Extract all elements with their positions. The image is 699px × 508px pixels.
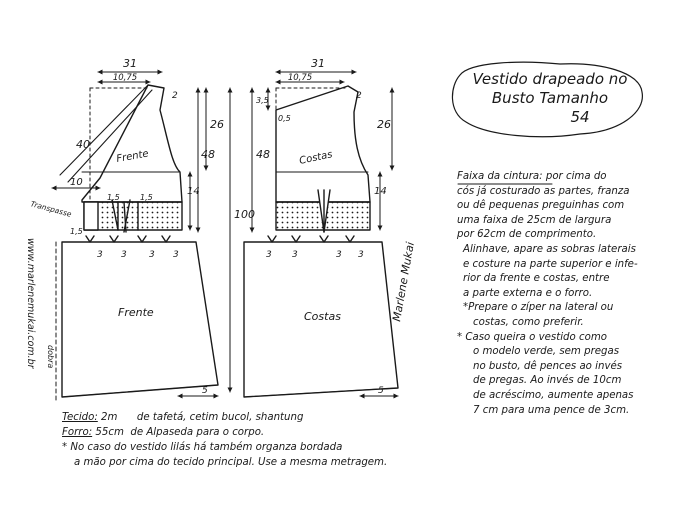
label-back-pleat-a: 3 <box>266 250 272 260</box>
label-back-width-top: 31 <box>311 57 325 70</box>
waistband-line-1: cós já costurado as partes, franza <box>457 185 630 197</box>
alt-note-1: o modelo verde, sem pregas <box>473 346 620 358</box>
front-skirt <box>61 235 219 398</box>
label-back-neck-c: 2 <box>356 91 362 101</box>
front-dart-1 <box>111 199 119 231</box>
title-cloud <box>451 61 643 138</box>
label-back-piece: Costas <box>298 149 333 167</box>
alt-note-4: de acréscimo, aumente apenas <box>473 389 634 401</box>
label-total-length: 100 <box>234 208 255 221</box>
label-front-neck-drop: 2 <box>172 91 178 101</box>
label-fold: dobra <box>46 345 55 368</box>
front-dart-2 <box>123 199 131 233</box>
waistband-line-4: por 62cm de comprimento. <box>457 229 597 241</box>
label-front-pleat-b: 3 <box>121 250 127 260</box>
front-pleat-notch-2 <box>109 235 119 243</box>
label-back-skirt: Costas <box>304 310 341 323</box>
front-pleat-notch-3 <box>137 235 147 243</box>
signature-vertical: Marlene Mukai <box>390 241 417 322</box>
waistband-line-5: Alinhave, apare as sobras laterais <box>463 243 636 255</box>
alt-note-3: de pregas. Ao invés de 10cm <box>473 375 622 387</box>
label-front-skirt: Frente <box>118 306 154 319</box>
front-diagonal-drape <box>59 84 149 176</box>
waistband-line-3: uma faixa de 25cm de largura <box>457 214 612 226</box>
label-back-pleat-b: 3 <box>292 250 298 260</box>
label-front-piece: Frente <box>116 148 150 164</box>
label-back-pleat-c: 3 <box>336 250 342 260</box>
waistband-note: Faixa da cintura: por cima do cós já cos… <box>457 170 638 418</box>
label-front-band: 14 <box>187 186 200 197</box>
label-dart-3: 1,5 <box>70 227 83 236</box>
back-pleat-notch-3 <box>319 235 329 243</box>
front-pleat-mark-2 <box>123 201 127 233</box>
lilac-note-2: a mão por cima do tecido principal. Use … <box>74 457 388 468</box>
title-line-2: Busto Tamanho <box>491 89 609 107</box>
front-waistband-plain <box>83 201 99 231</box>
label-back-band: 14 <box>374 186 387 197</box>
front-pleat-notch-1 <box>85 235 95 243</box>
label-dart-2: 1,5 <box>140 193 153 202</box>
title-line-3: 54 <box>570 108 590 126</box>
front-skirt-outline <box>61 241 219 398</box>
back-pleat-notch-4 <box>345 235 355 243</box>
front-measurements <box>51 69 233 401</box>
label-front-pleat-d: 3 <box>173 250 179 260</box>
tecido-label: Tecido: <box>62 412 98 423</box>
zipper-note-2: costas, como preferir. <box>473 316 584 328</box>
waistband-line-2: ou dê pequenas preguinhas com <box>457 200 625 212</box>
zipper-note: *Prepare o zíper na lateral ou <box>463 302 614 314</box>
label-dart-1: 1,5 <box>107 193 120 202</box>
label-back-shoulder: 10,75 <box>288 73 312 83</box>
website-vertical: www.marlenemukai.com.br <box>25 238 36 370</box>
waistband-line-6: e costure na parte superior e infe- <box>463 258 638 270</box>
tecido-value: 2m de tafetá, cetim bucol, shantung <box>101 412 304 423</box>
label-back-bodice: 48 <box>256 148 270 161</box>
alt-note-2: no busto, dê pences ao invés <box>473 360 623 372</box>
label-back-neck-a: 3,5 <box>256 96 269 105</box>
alt-note-5: 7 cm para uma pence de 3cm. <box>473 404 630 416</box>
label-back-armhole: 26 <box>377 118 391 131</box>
label-back-neck-b: 0,5 <box>278 114 291 123</box>
front-bodice-outline <box>81 84 183 203</box>
title-block: Vestido drapeado no Busto Tamanho 54 <box>462 70 638 127</box>
waistband-heading: Faixa da cintura: <box>457 171 543 182</box>
alt-note-0: * Caso queira o vestido como <box>457 331 607 343</box>
back-skirt <box>243 235 399 398</box>
title-line-1: Vestido drapeado no <box>472 70 628 88</box>
back-waistband <box>275 189 371 233</box>
front-hem-guide <box>61 384 219 398</box>
label-front-bodice: 48 <box>201 148 215 161</box>
waistband-line-0: por cima do <box>545 171 607 182</box>
front-waistband <box>83 199 183 233</box>
label-front-shoulder: 10,75 <box>113 73 137 83</box>
back-hem-guide <box>243 387 399 398</box>
back-bodice <box>275 85 371 203</box>
label-front-diag: 40 <box>76 138 90 151</box>
back-pleat-notch-1 <box>267 235 277 243</box>
lilac-note-1: * No caso do vestido lilás há também org… <box>62 442 343 453</box>
back-pleat-notch-2 <box>291 235 301 243</box>
forro-value: 55cm de Alpaseda para o corpo. <box>95 427 265 438</box>
label-passthrough: Transpasse <box>29 199 72 219</box>
label-front-side: 10 <box>70 177 83 188</box>
waistband-line-8: a parte externa e o forro. <box>463 287 593 299</box>
front-pleat-notch-4 <box>161 235 171 243</box>
label-back-pleat-d: 3 <box>358 250 364 260</box>
label-front-armhole: 26 <box>210 118 224 131</box>
label-front-pleat-a: 3 <box>97 250 103 260</box>
label-front-hem: 5 <box>202 386 208 396</box>
label-front-width-top: 31 <box>123 57 137 70</box>
back-bodice-outline <box>275 85 371 203</box>
label-back-hem: 5 <box>378 386 384 396</box>
label-front-pleat-c: 3 <box>149 250 155 260</box>
fabric-notes: Tecido: 2m de tafetá, cetim bucol, shant… <box>62 410 387 470</box>
front-diagonal-drape-2 <box>67 89 153 183</box>
waistband-line-7: rior da frente e costas, entre <box>463 273 610 285</box>
forro-label: Forro: <box>62 427 93 438</box>
back-measurements <box>249 69 399 399</box>
